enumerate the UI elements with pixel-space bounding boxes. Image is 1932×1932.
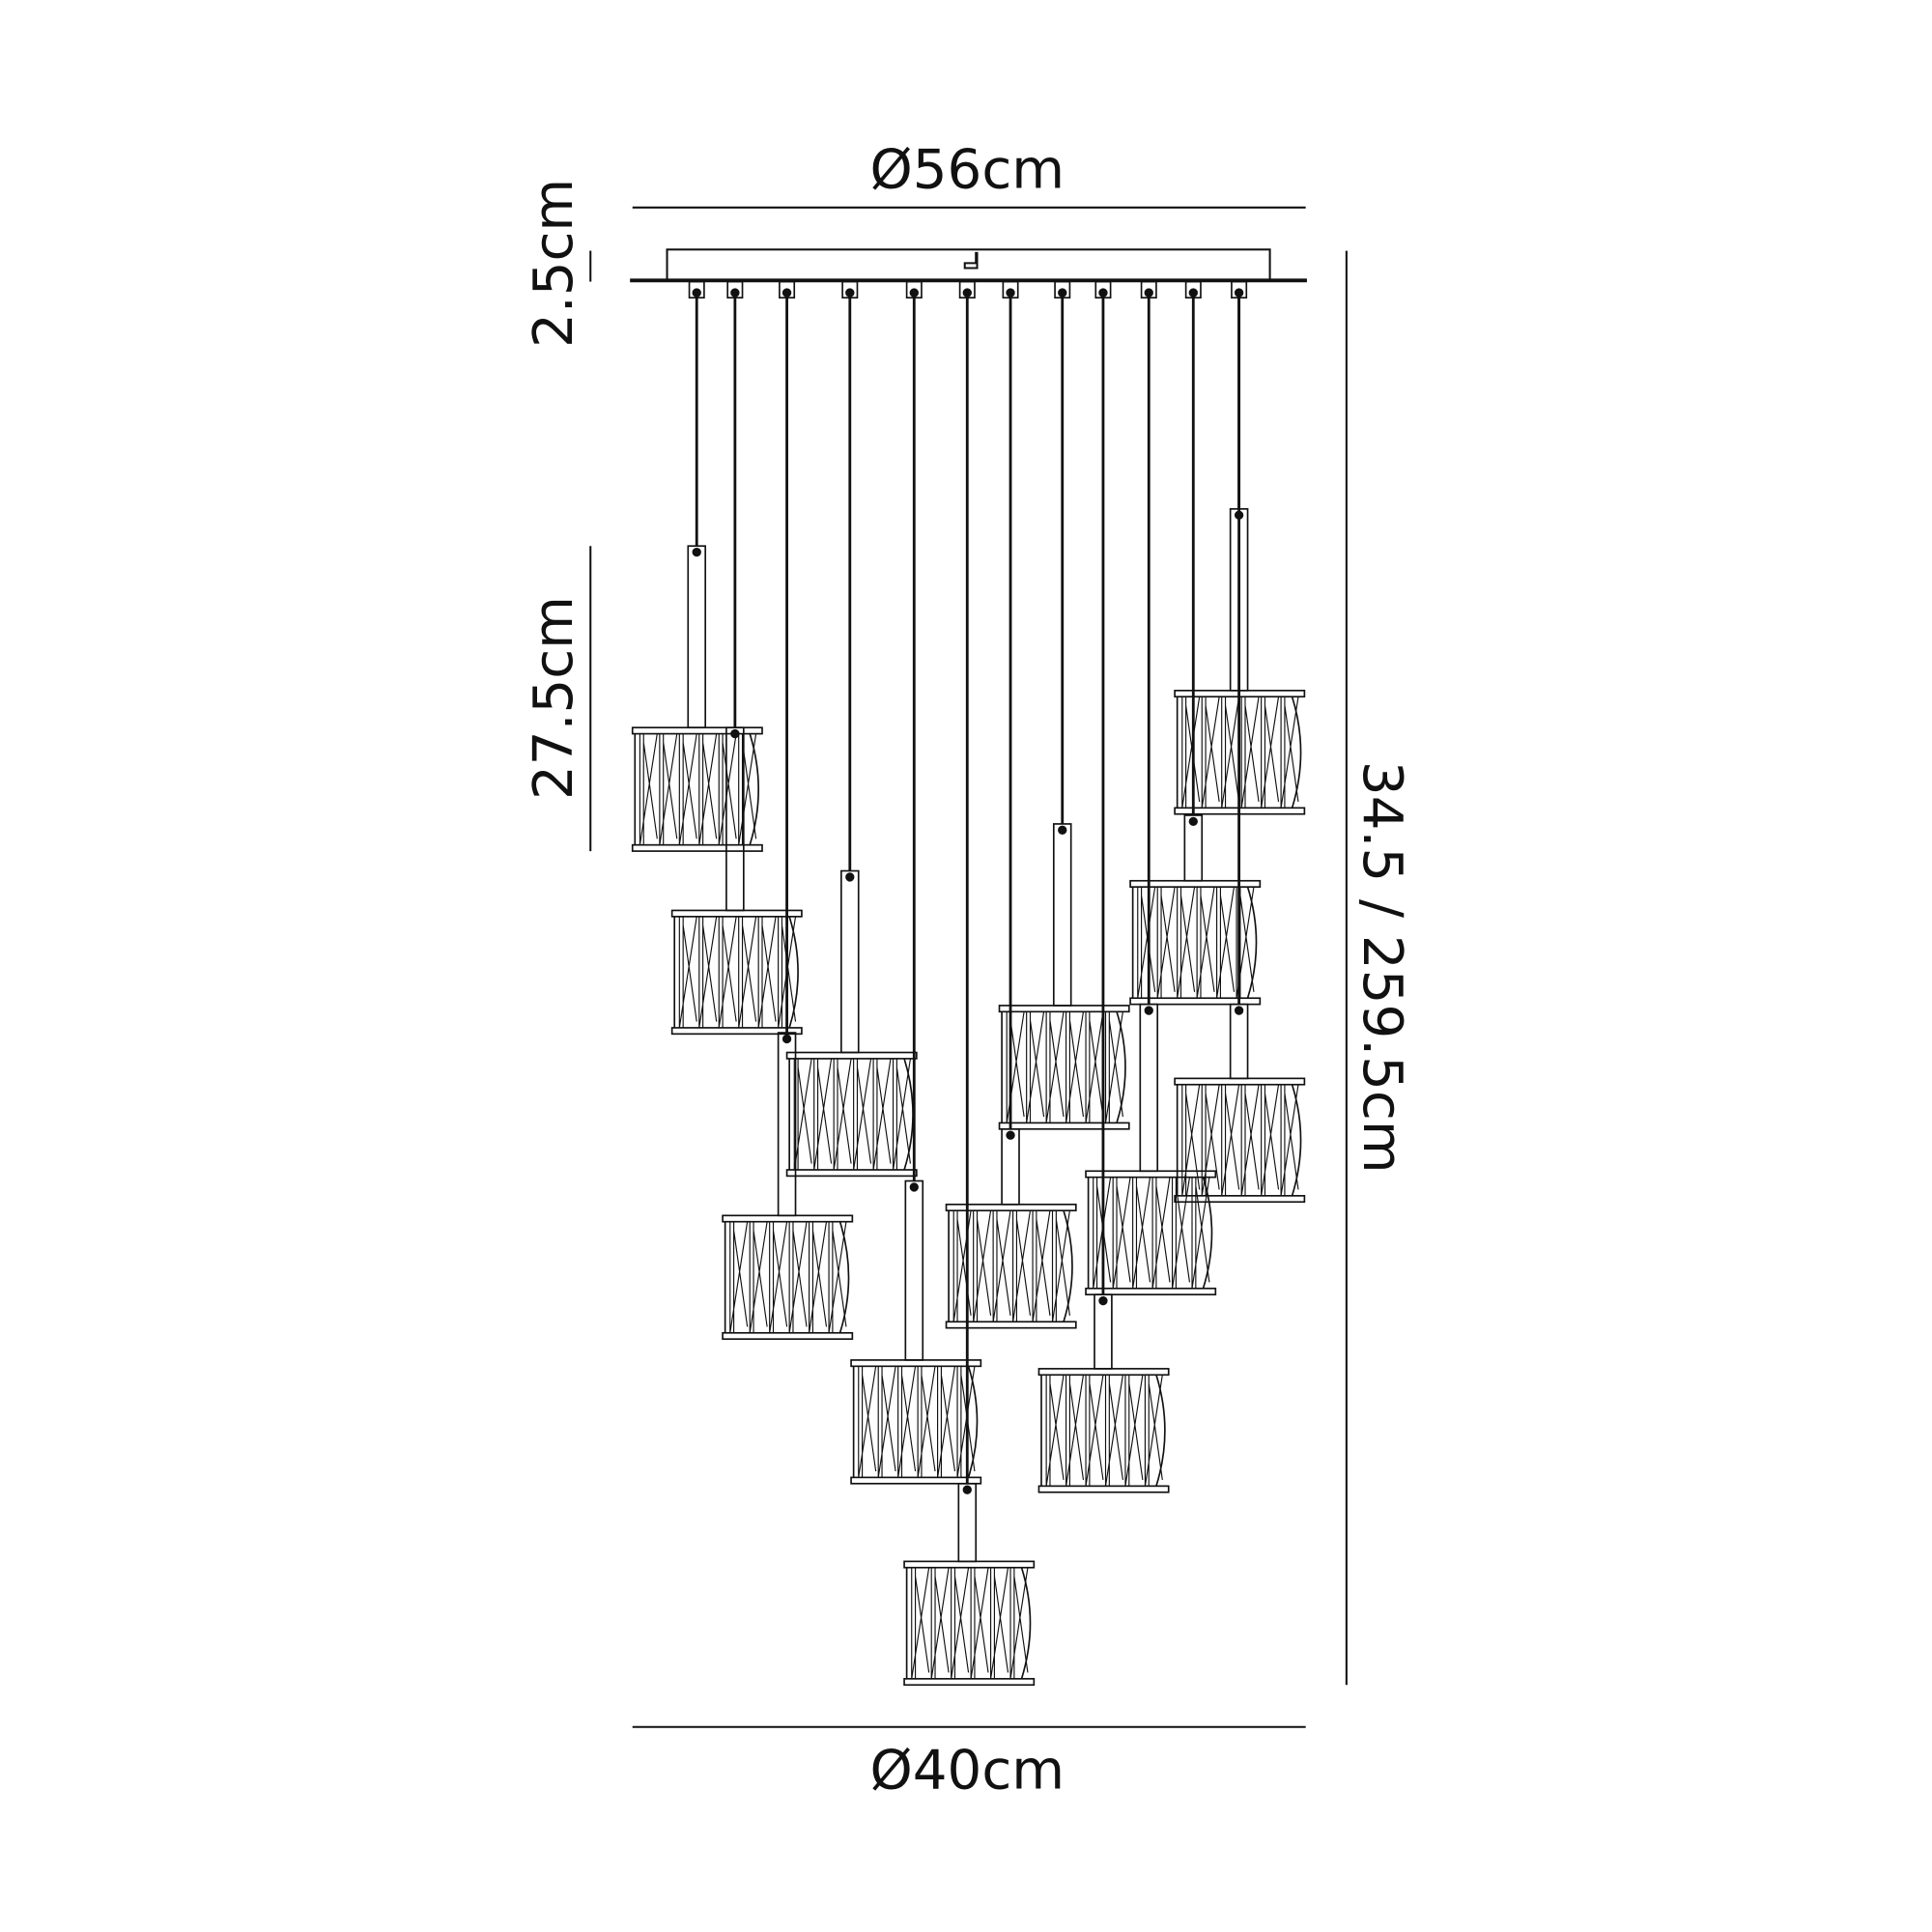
shade-edge [1020,1567,1032,1680]
tube-grip-icon [730,728,740,739]
crystal-facets [952,1210,1070,1322]
connector-screw-icon [909,288,919,298]
tube-grip-icon [1188,816,1198,827]
crystal-facets [1045,1375,1163,1487]
shade-bottom-rim [998,1122,1130,1130]
tube-grip-icon [962,1485,972,1494]
connector-screw-icon [962,288,972,298]
overall-height-label: 34.5 / 259.5cm [1350,761,1413,1174]
crystal-facets [678,916,797,1029]
crystal-facets [911,1567,1029,1679]
connector-screw-icon [692,288,701,298]
tube-grip-icon [1144,1006,1153,1015]
shade-bottom-rim [722,1331,854,1341]
shade-edge [1291,696,1302,809]
connector-screw-icon [1058,288,1067,298]
shade-edge [1202,1177,1213,1290]
shade-bottom-rim [945,1321,1077,1329]
shade-top-rim [903,1560,1036,1569]
connector-screw-icon [1234,288,1244,298]
cord-tube [1229,1003,1249,1080]
canopy-diameter-label: Ø56cm [869,138,1065,201]
shade-edge [1063,1209,1073,1322]
tube-grip-icon [1234,1006,1244,1015]
shade-top-rim [1174,1077,1306,1086]
cord-tube [840,869,860,1054]
cord-tube [1001,1127,1020,1206]
crystal-facets [1181,696,1299,809]
canopy-height-label: 2.5cm [523,179,585,348]
shade-bottom-rim [850,1476,982,1485]
connector-screw-icon [1144,288,1153,298]
shade-edge [788,916,799,1029]
connector-screw-icon [781,288,792,298]
connector-screw-icon [1098,288,1108,298]
shade-bottom-rim [1129,997,1262,1006]
canopy-hook-icon [963,251,979,270]
shade-top-rim [998,1005,1130,1013]
connector-screw-icon [730,288,740,298]
cord-tube [725,726,745,912]
tube-grip-icon [845,872,855,882]
tube-grip-icon [1058,825,1067,836]
crystal-facets [729,1221,847,1333]
shade-top-rim [1037,1368,1170,1377]
shade-top-rim [631,726,763,735]
cord-tube [777,1032,797,1217]
cord-tube [1052,823,1072,1007]
shade-top-rim [785,1051,918,1060]
shade-bottom-rim [903,1678,1036,1687]
crystal-facets [639,733,757,845]
shade-bottom-rim [1174,1195,1306,1204]
tube-grip-icon [1006,1130,1015,1140]
cord-tube [1094,1293,1113,1370]
shade-edge [749,733,759,845]
shade-bottom-rim [1085,1287,1217,1295]
shade-edge [1155,1375,1166,1487]
shade-bottom-rim [670,1027,803,1036]
connector-screw-icon [1188,288,1198,298]
tube-grip-icon [692,547,701,557]
shade-edge [967,1366,979,1478]
crystal-facets [1093,1177,1210,1289]
shade-bottom-rim [1037,1485,1170,1493]
shade-top-rim [945,1203,1077,1212]
tube-grip-icon [1098,1295,1108,1306]
shade-edge [1116,1011,1126,1123]
cluster-diameter-label: Ø40cm [869,1740,1065,1803]
crystal-facets [1181,1084,1299,1196]
cord-tube [687,545,707,729]
shade-top-rim [850,1359,982,1368]
shade-height-label: 27.5cm [523,596,585,800]
shade-bottom-rim [785,1169,918,1178]
crystal-facets [858,1366,976,1478]
shade-top-rim [1085,1170,1217,1179]
shade-top-rim [1129,879,1262,888]
crystal-facets [1137,887,1255,999]
tube-grip-icon [909,1182,919,1192]
cord-tube [957,1482,978,1563]
shade-top-rim [722,1214,854,1223]
crystal-facets [1006,1011,1123,1123]
shade-top-rim [670,909,803,918]
connector-screw-icon [845,288,855,298]
canopy [666,248,1271,282]
cord-tube [1139,1003,1159,1173]
shade-edge [838,1221,850,1334]
crystal-facets [793,1058,912,1171]
shade-bottom-rim [631,843,763,852]
shade-edge [1246,886,1258,999]
connector-screw-icon [1006,288,1015,298]
tube-grip-icon [781,1034,792,1044]
cord-tube [904,1179,924,1361]
shade-edge [1291,1084,1302,1197]
